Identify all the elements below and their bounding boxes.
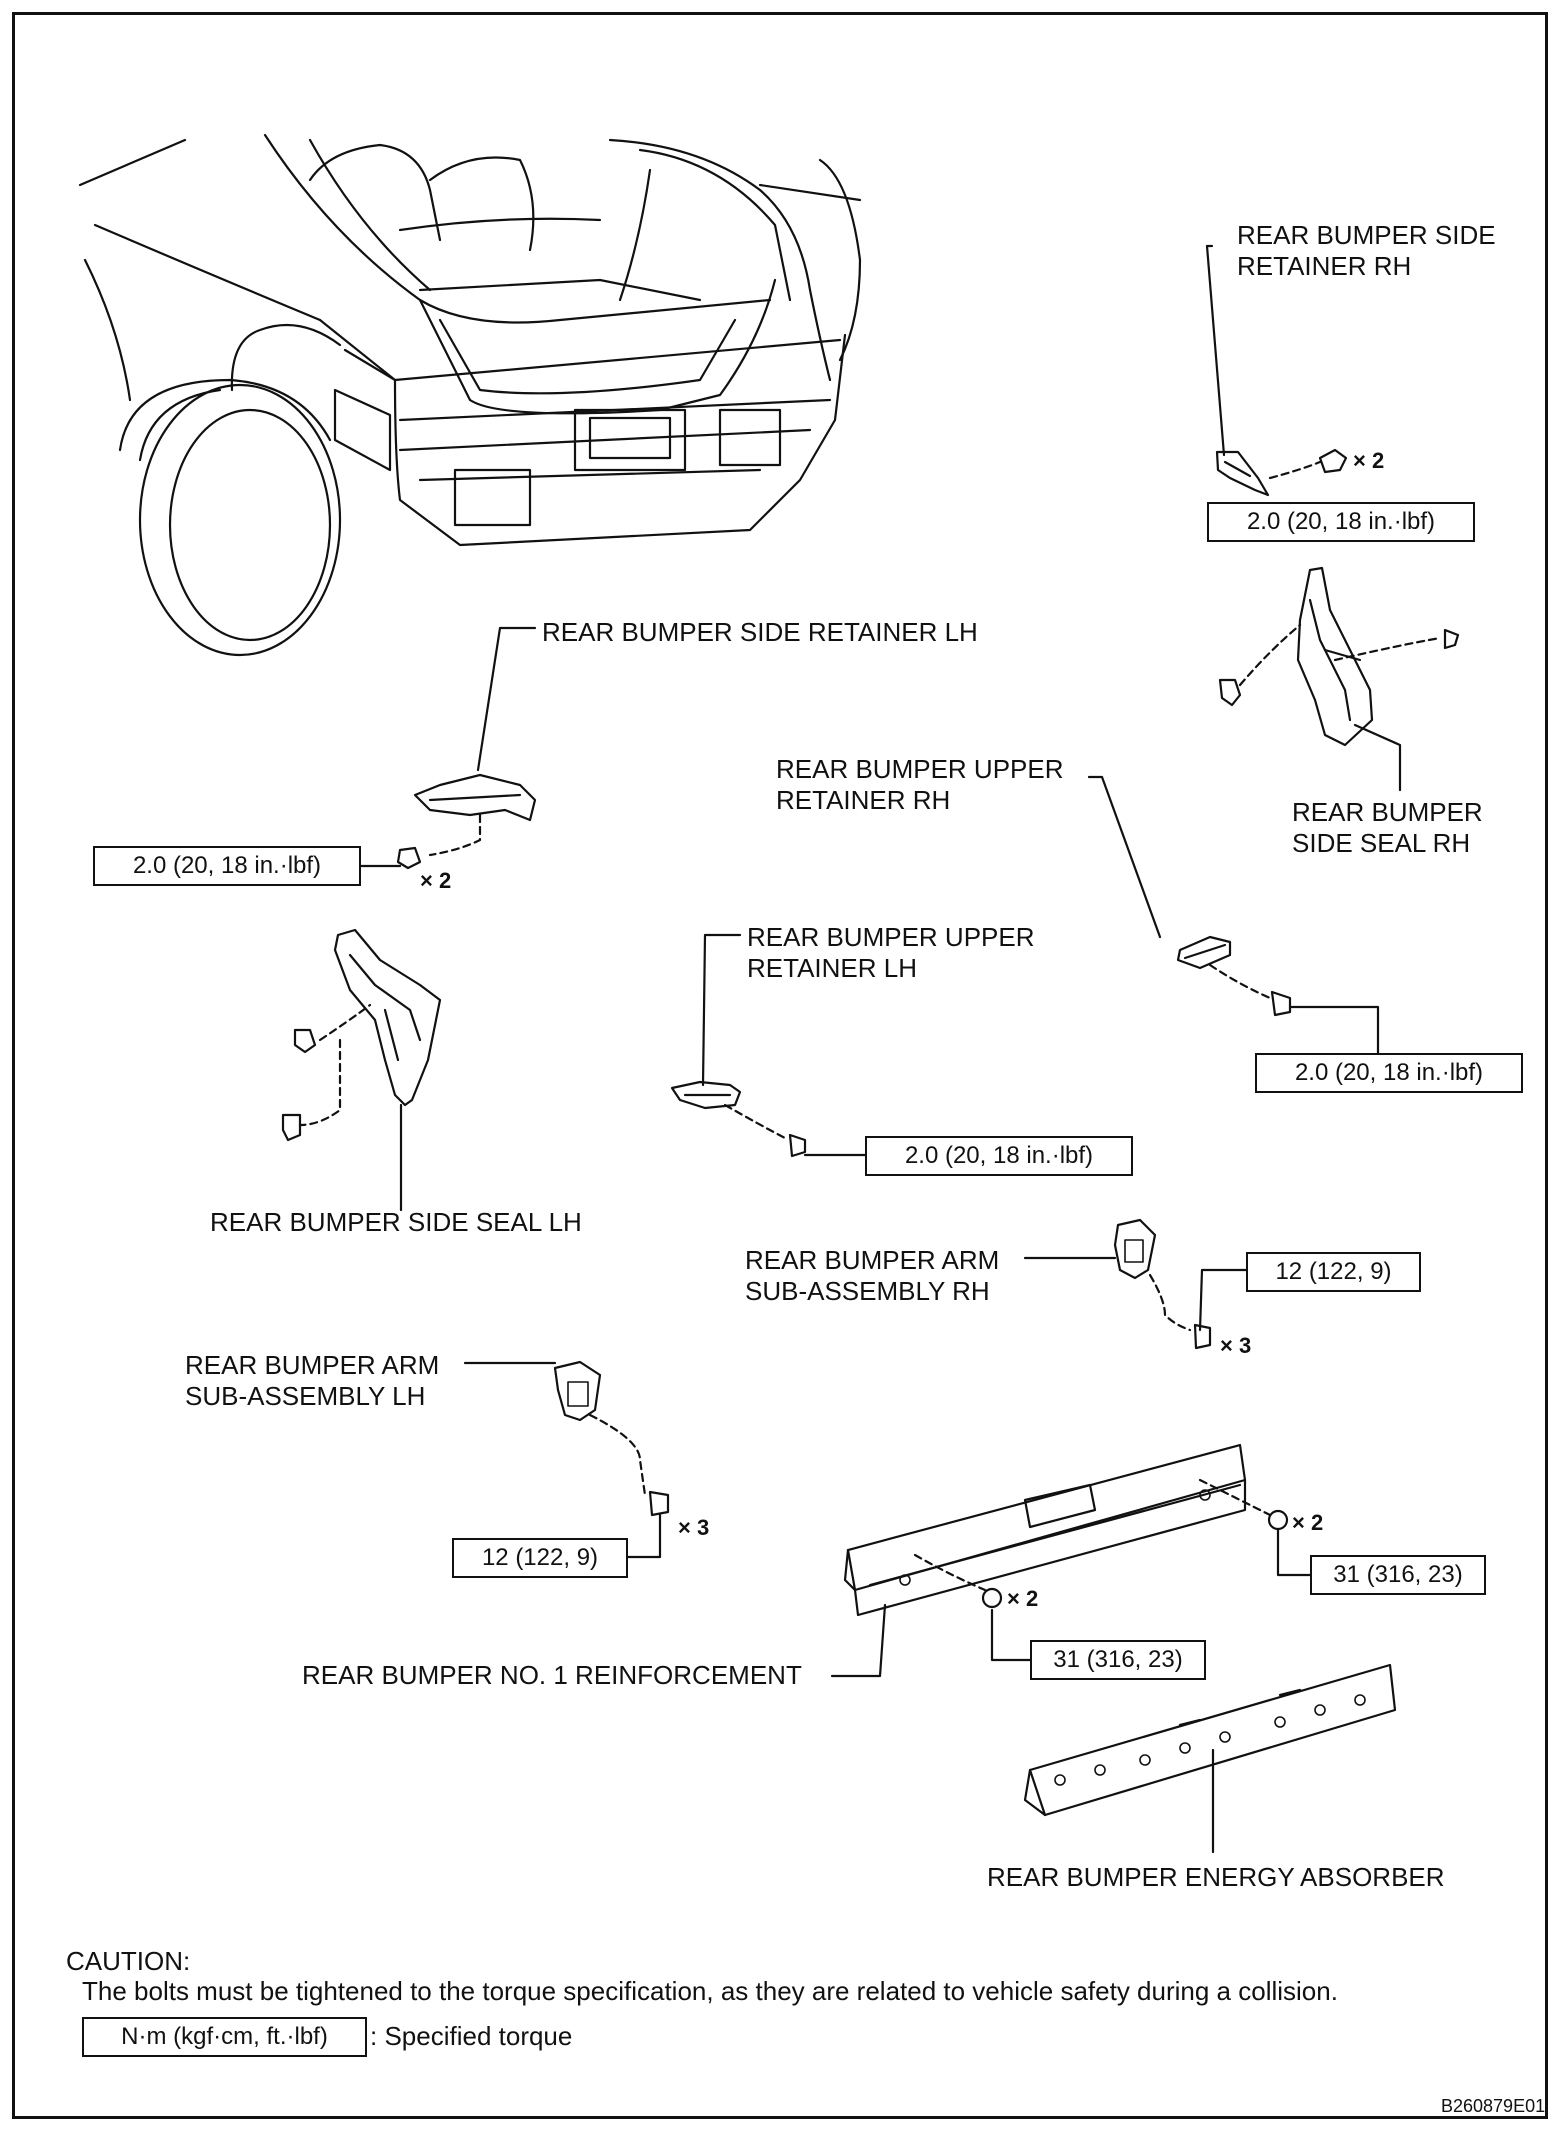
label-line: RETAINER LH bbox=[747, 953, 917, 983]
label-side-retainer-rh: REAR BUMPER SIDE RETAINER RH bbox=[1237, 220, 1496, 282]
upper-retainer-rh-part bbox=[1087, 775, 1380, 1055]
reinforcement-part bbox=[830, 1443, 1312, 1678]
label-line: REAR BUMPER UPPER bbox=[747, 922, 1035, 952]
figure-code: B260879E01 bbox=[1441, 2096, 1546, 2116]
label-reinforcement: REAR BUMPER NO. 1 REINFORCEMENT bbox=[302, 1660, 802, 1690]
label-arm-lh: REAR BUMPER ARM SUB-ASSEMBLY LH bbox=[185, 1350, 439, 1412]
upper-retainer-lh-part bbox=[670, 933, 867, 1158]
figure-frame bbox=[12, 12, 1548, 2119]
legend-description: : Specified torque bbox=[370, 2021, 573, 2051]
qty-arm-lh: × 3 bbox=[678, 1515, 710, 1540]
label-line: SUB-ASSEMBLY RH bbox=[745, 1276, 990, 1306]
side-seal-lh-part bbox=[281, 928, 442, 1212]
label-side-seal-rh: REAR BUMPER SIDE SEAL RH bbox=[1292, 797, 1483, 859]
legend-torque-box: N·m (kgf·cm, ft.·lbf) bbox=[82, 2017, 367, 2057]
label-line: REAR BUMPER ARM bbox=[185, 1350, 440, 1380]
torque-box-reinforcement-rh: 31 (316, 23) bbox=[1310, 1555, 1486, 1595]
label-side-seal-lh: REAR BUMPER SIDE SEAL LH bbox=[210, 1207, 582, 1237]
arm-rh-part bbox=[1023, 1218, 1248, 1350]
side-seal-rh-part bbox=[1218, 566, 1460, 792]
label-line: SIDE SEAL RH bbox=[1292, 828, 1471, 858]
label-line: REAR BUMPER SIDE bbox=[1237, 220, 1496, 250]
label-line: RETAINER RH bbox=[1237, 251, 1412, 281]
energy-absorber-part bbox=[1023, 1663, 1397, 1854]
qty-reinforcement-lh: × 2 bbox=[1007, 1586, 1039, 1611]
qty-side-retainer-lh: × 2 bbox=[420, 868, 452, 893]
label-line: SUB-ASSEMBLY LH bbox=[185, 1381, 426, 1411]
label-side-retainer-lh: REAR BUMPER SIDE RETAINER LH bbox=[542, 617, 978, 647]
torque-box-side-retainer-rh: 2.0 (20, 18 in.·lbf) bbox=[1207, 502, 1475, 542]
label-line: REAR BUMPER UPPER bbox=[776, 754, 1064, 784]
label-energy-absorber: REAR BUMPER ENERGY ABSORBER bbox=[987, 1862, 1445, 1892]
label-upper-retainer-rh: REAR BUMPER UPPER RETAINER RH bbox=[776, 754, 1064, 816]
qty-reinforcement-rh: × 2 bbox=[1292, 1510, 1324, 1535]
arm-lh-part bbox=[463, 1360, 670, 1559]
caution-text: The bolts must be tightened to the torqu… bbox=[82, 1976, 1338, 2006]
label-line: RETAINER RH bbox=[776, 785, 951, 815]
torque-box-upper-retainer-rh: 2.0 (20, 18 in.·lbf) bbox=[1255, 1053, 1523, 1093]
qty-side-retainer-rh: × 2 bbox=[1353, 448, 1385, 473]
side-retainer-lh-part bbox=[358, 626, 537, 870]
vehicle-rear-drawing bbox=[78, 133, 862, 657]
label-line: REAR BUMPER bbox=[1292, 797, 1483, 827]
qty-arm-rh: × 3 bbox=[1220, 1333, 1252, 1358]
torque-box-upper-retainer-lh: 2.0 (20, 18 in.·lbf) bbox=[865, 1136, 1133, 1176]
label-upper-retainer-lh: REAR BUMPER UPPER RETAINER LH bbox=[747, 922, 1035, 984]
label-line: REAR BUMPER ARM bbox=[745, 1245, 1000, 1275]
label-arm-rh: REAR BUMPER ARM SUB-ASSEMBLY RH bbox=[745, 1245, 999, 1307]
torque-box-side-retainer-lh: 2.0 (20, 18 in.·lbf) bbox=[93, 846, 361, 886]
side-retainer-rh-part bbox=[1205, 244, 1348, 497]
torque-box-reinforcement-lh: 31 (316, 23) bbox=[1030, 1640, 1206, 1680]
torque-box-arm-lh: 12 (122, 9) bbox=[452, 1538, 628, 1578]
torque-box-arm-rh: 12 (122, 9) bbox=[1246, 1252, 1421, 1292]
caution-heading: CAUTION: bbox=[66, 1946, 191, 1976]
